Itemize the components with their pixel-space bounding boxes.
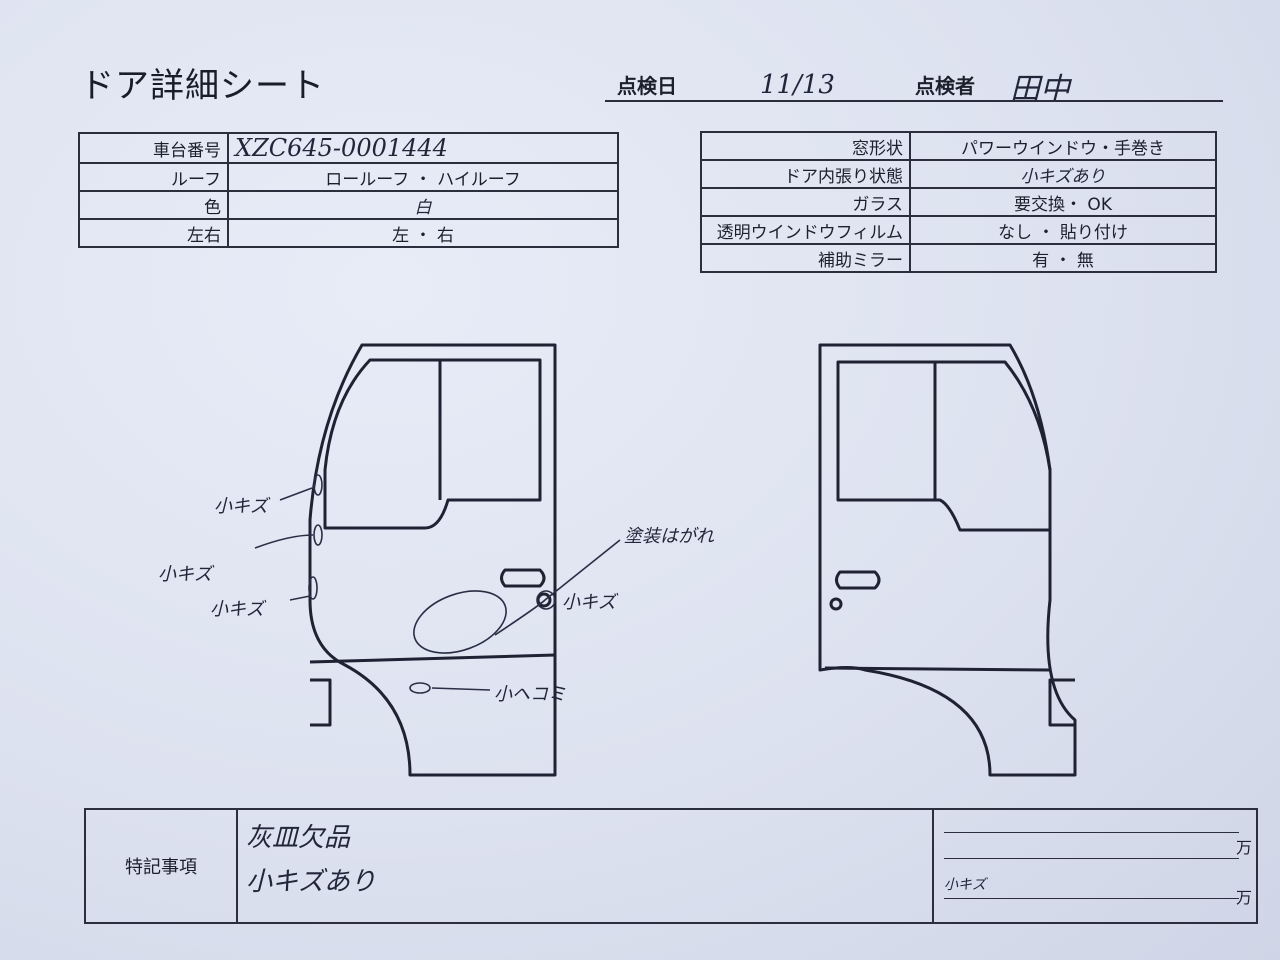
inspector-label: 点検者 (915, 74, 975, 98)
damage-mark-2 (313, 524, 323, 546)
damage-leader-3 (289, 595, 311, 601)
damage-mark-handle (536, 590, 556, 610)
damage-note-3: 小キズ (210, 599, 264, 620)
left-door-outline (308, 343, 557, 777)
window-type-label: 窓形状 (700, 131, 911, 161)
table-row: 透明ウインドウフィルム なし ・ 貼り付け (700, 215, 1217, 245)
damage-note-4: 塗装はがれ (624, 526, 714, 547)
remarks-line-2: 小キズあり (246, 867, 377, 897)
color-label: 色 (78, 190, 229, 220)
damage-mark-paint (413, 590, 507, 654)
left-door-waist-line (309, 653, 556, 664)
left-door-keyhole (536, 592, 552, 608)
damage-mark-dent (409, 682, 431, 694)
door-trim-label: ドア内張り状態 (700, 159, 911, 189)
window-film-value: なし ・ 貼り付け (998, 222, 1128, 243)
remarks-box: 特記事項 灰皿欠品 小キズあり 万 小キズ 万 (84, 808, 1258, 924)
roof-value: ロールーフ ・ ハイルーフ (325, 169, 521, 190)
price-line (944, 858, 1239, 859)
vehicle-info-table: 車台番号 XZC645-0001444 ルーフ ロールーフ ・ ハイルーフ 色 … (78, 132, 619, 248)
color-value: 白 (414, 197, 432, 218)
glass-value: 要交換・ OK (1014, 194, 1112, 215)
roof-label: ルーフ (78, 162, 229, 192)
sheet-title: ドア詳細シート (80, 66, 325, 106)
damage-note-5: 小キズ (562, 592, 616, 613)
damage-leader-1 (279, 487, 313, 501)
table-row: 左右 左 ・ 右 (78, 218, 619, 248)
table-row: 窓形状 パワーウインドウ・手巻き (700, 131, 1217, 161)
inspection-date-value: 11/13 (760, 70, 835, 100)
remarks-line-1: 灰皿欠品 (246, 823, 351, 853)
table-row: 補助ミラー 有 ・ 無 (700, 243, 1217, 273)
left-door-window (323, 358, 542, 530)
damage-mark-3 (308, 576, 318, 600)
damage-leader-paint (494, 539, 621, 636)
header-underline (605, 100, 1223, 102)
table-row: ガラス 要交換・ OK (700, 187, 1217, 217)
price-unit-2: 万 (1235, 888, 1252, 907)
side-value: 左 ・ 右 (392, 225, 454, 246)
table-row: ルーフ ロールーフ ・ ハイルーフ (78, 162, 619, 192)
aux-mirror-value: 有 ・ 無 (1032, 250, 1094, 271)
damage-note-2: 小キズ (158, 564, 212, 585)
table-row: 色 白 (78, 190, 619, 220)
left-door-lower-panel (310, 678, 332, 727)
price-line (944, 898, 1239, 899)
damage-note-1: 小キズ (214, 496, 268, 517)
damage-mark-1 (313, 474, 323, 496)
table-row: ドア内張り状態 小キズあり (700, 159, 1217, 189)
chassis-number-value: XZC645-0001444 (227, 132, 619, 164)
left-door-handle (500, 568, 546, 588)
price-line (944, 832, 1239, 833)
price-box: 万 小キズ 万 (932, 810, 1258, 922)
inspection-date-label: 点検日 (617, 74, 677, 98)
door-trim-value: 小キズあり (1020, 166, 1106, 187)
table-row: 車台番号 XZC645-0001444 (78, 132, 619, 164)
damage-leader-2 (254, 534, 314, 549)
remarks-label: 特記事項 (86, 810, 238, 922)
right-door-waist-line (824, 666, 1051, 672)
right-door-keyhole (829, 597, 843, 611)
remarks-text: 灰皿欠品 小キズあり (246, 816, 376, 904)
damage-note-6: 小ヘコミ (494, 684, 566, 705)
door-condition-table: 窓形状 パワーウインドウ・手巻き ドア内張り状態 小キズあり ガラス 要交換・ … (700, 131, 1217, 273)
right-door-outline (818, 343, 1077, 777)
glass-label: ガラス (700, 187, 911, 217)
right-door-lower-panel (1048, 678, 1075, 727)
price-note: 小キズ (944, 877, 986, 893)
price-unit-1: 万 (1235, 838, 1252, 857)
chassis-number-label: 車台番号 (78, 132, 229, 164)
right-door-handle (835, 570, 881, 590)
side-label: 左右 (78, 218, 229, 248)
right-door-window (836, 360, 1052, 532)
aux-mirror-label: 補助ミラー (700, 243, 911, 273)
damage-leader-dent (431, 687, 491, 691)
window-type-value: パワーウインドウ・手巻き (961, 138, 1165, 159)
window-film-label: 透明ウインドウフィルム (700, 215, 911, 245)
